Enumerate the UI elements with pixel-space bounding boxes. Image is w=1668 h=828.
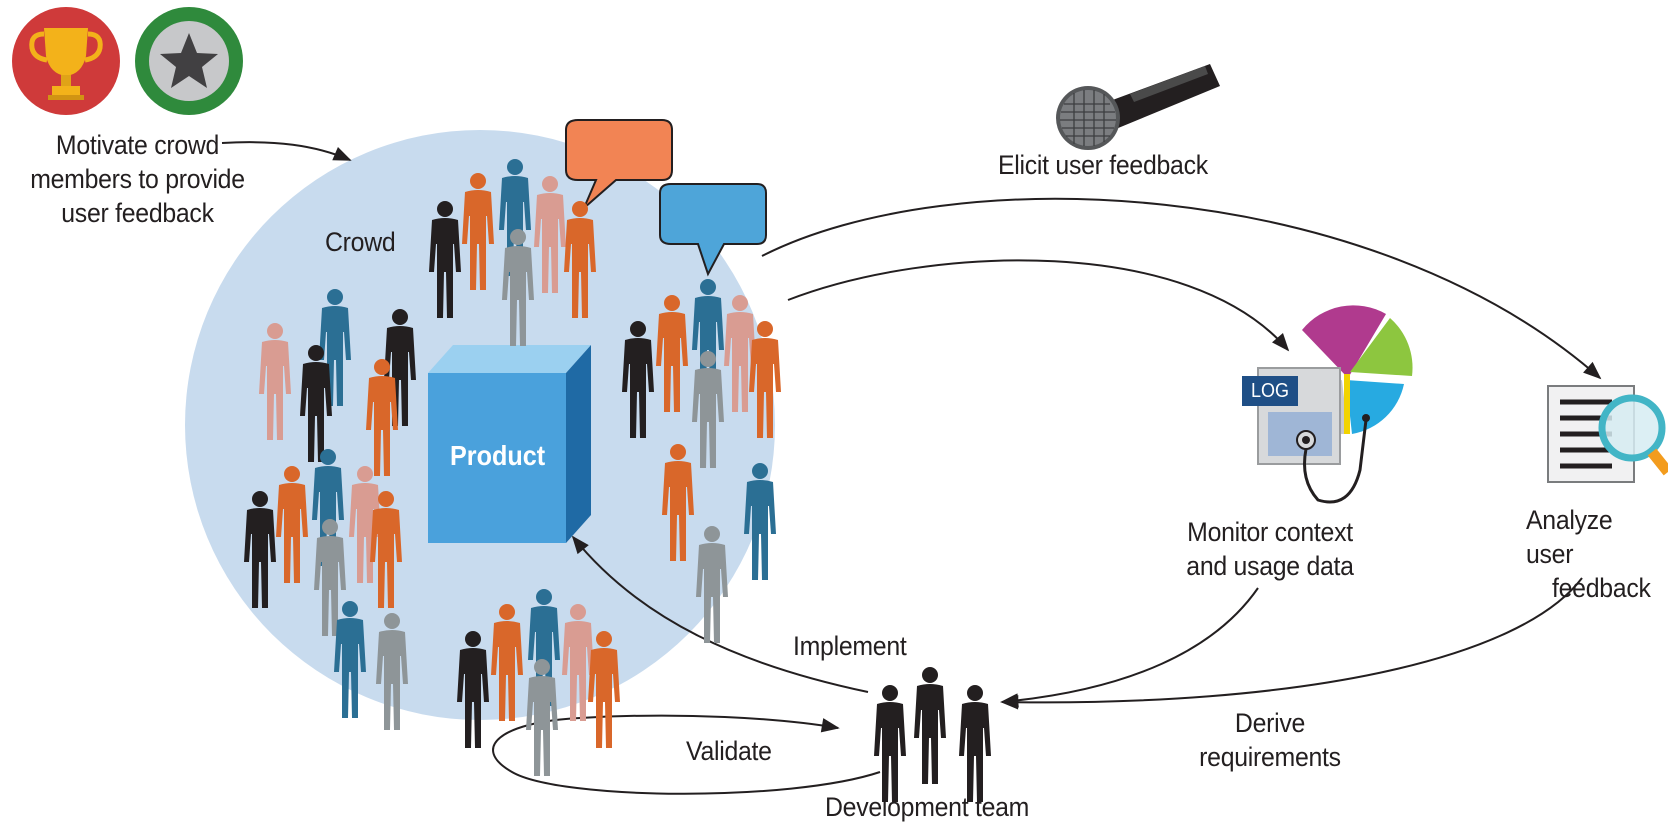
product-label: Product	[450, 440, 546, 471]
implement-arrow	[571, 535, 869, 693]
derive-label: Derive requirements	[1178, 706, 1362, 774]
motivate-line-2: members to provide	[30, 164, 245, 194]
orange-speech-bubble	[565, 119, 673, 209]
motivate-label: Motivate crowd members to provide user f…	[20, 128, 255, 230]
motivate-line-3: user feedback	[61, 198, 214, 228]
monitor-line-2: and usage data	[1186, 551, 1354, 581]
monitor-label: Monitor context and usage data	[1169, 515, 1371, 583]
motivate-arrow	[221, 141, 352, 161]
star-badge-icon	[135, 7, 243, 115]
analyze-label: Analyze user feedback	[1520, 503, 1668, 605]
person-figure	[874, 685, 906, 802]
monitor-to-team-arrow	[1000, 587, 1259, 708]
implement-label: Implement	[793, 631, 907, 661]
log-monitor-icon	[1242, 367, 1370, 504]
person-figure	[914, 667, 946, 784]
document-magnifier-icon	[1547, 385, 1668, 483]
blue-speech-bubble	[659, 183, 767, 277]
derive-line-2: requirements	[1199, 742, 1341, 772]
crowd-label: Crowd	[325, 227, 396, 257]
development-team-label: Development team	[825, 792, 1030, 822]
analyze-line-2: feedback	[1552, 573, 1651, 603]
monitor-line-1: Monitor context	[1187, 517, 1353, 547]
log-label: LOG	[1250, 380, 1290, 402]
validate-label: Validate	[686, 736, 772, 766]
development-team-icon	[874, 667, 991, 802]
person-figure	[959, 685, 991, 802]
monitor-arrow	[787, 259, 1290, 352]
analyze-to-team-arrow	[1000, 577, 1583, 710]
elicit-label: Elicit user feedback	[998, 150, 1208, 180]
trophy-icon	[12, 7, 120, 115]
analyze-line-1: Analyze user	[1526, 505, 1613, 569]
derive-line-1: Derive	[1234, 708, 1306, 738]
motivate-line-1: Motivate crowd	[55, 130, 220, 160]
product-cube	[428, 345, 591, 543]
microphone-icon	[1056, 64, 1220, 150]
validate-loop-arrow	[492, 714, 881, 795]
elicit-arrow	[761, 197, 1602, 380]
